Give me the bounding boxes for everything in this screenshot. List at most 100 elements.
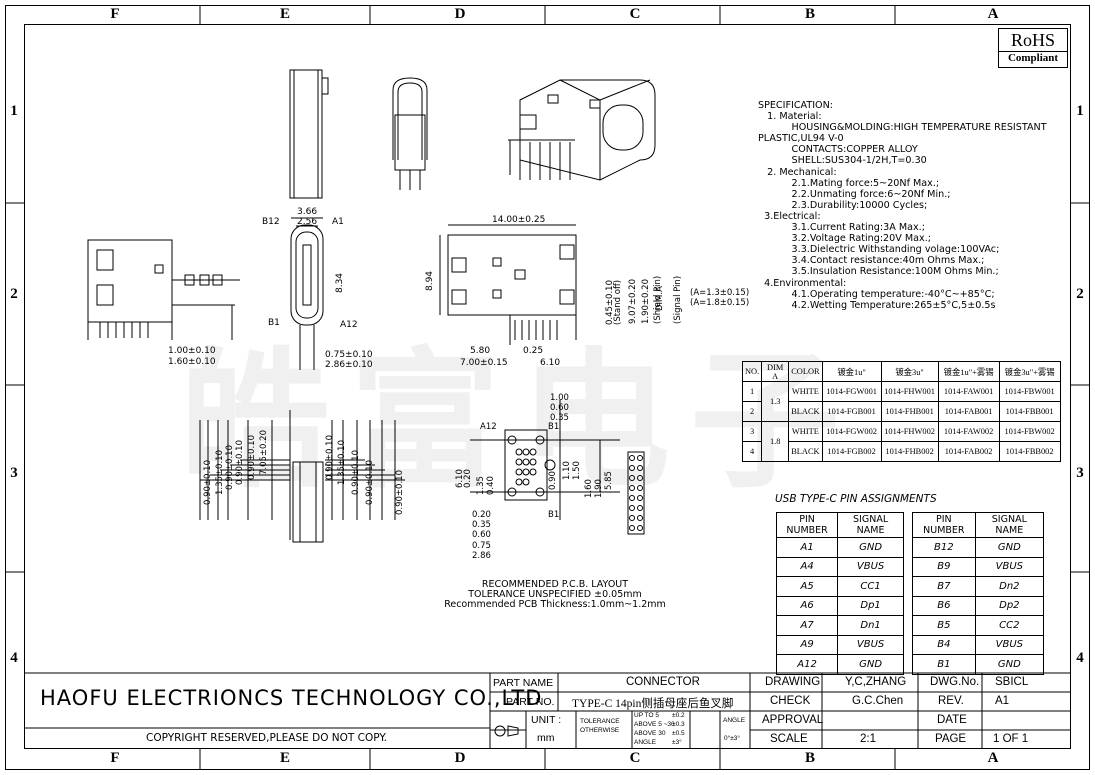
pcb-note-line2: TOLERANCE UNSPECIFIED ±0.05mm <box>468 589 642 600</box>
tol-range: ANGLE <box>634 739 657 746</box>
zone-a-top: A <box>987 6 999 22</box>
dim-2-86: 2.86±0.10 <box>325 360 373 370</box>
unit-label: UNIT : <box>531 714 562 726</box>
part-number-table: NO. DIM A COLOR 镀金1u" 镀金3u" 镀金1u"+雾锡 镀金3… <box>741 361 1061 462</box>
front-view-small <box>392 77 428 190</box>
date-label: DATE <box>937 714 967 726</box>
zone-2-left: 2 <box>10 286 18 302</box>
table-row: 1 1.3 WHITE 1014-FGW001 1014-FHW001 1014… <box>741 381 1061 422</box>
zone-2-right: 2 <box>1076 286 1084 302</box>
zone-b-top: B <box>804 6 815 22</box>
pin-right-header-pin: PIN NUMBER <box>912 512 976 538</box>
zone-c-top: C <box>629 6 641 22</box>
label-b12: B12 <box>262 217 280 227</box>
approval-label: APPROVAL <box>762 714 824 726</box>
rohs-title: RoHS <box>1010 30 1055 50</box>
zone-1-right: 1 <box>1076 103 1084 119</box>
pcb-dim-0-35: 0.35 <box>550 413 569 423</box>
pcb-dim-0-60: 0.60 <box>550 403 569 413</box>
pn-c3: 1014-FAB002 <box>937 441 1000 462</box>
drawing-value: Y,C,ZHANG <box>845 676 907 688</box>
check-value: G.C.Chen <box>852 695 904 707</box>
pn-dim: 1.8 <box>761 421 790 462</box>
zone-4-right: 4 <box>1076 650 1084 666</box>
tol-row: ABOVE 30±0.5 <box>634 730 690 739</box>
zone-c-bottom: C <box>629 750 641 766</box>
pin-right-header-signal: SIGNAL NAME <box>974 512 1045 538</box>
connector-front-view <box>290 217 324 370</box>
tol-row: ANGLE±3° <box>634 739 690 748</box>
tol-value: ±0.5 <box>672 730 685 737</box>
dim-14-00: 14.00±0.25 <box>492 215 546 225</box>
dim-a-1-8: (A=1.8±0.15) <box>690 298 750 308</box>
pcb-layout <box>470 400 645 535</box>
pcb-dim-q-0-20: 0.20 <box>472 510 491 520</box>
zone-4-left: 4 <box>10 650 18 666</box>
dim-0-25: 0.25 <box>523 346 544 356</box>
tol-value: ±0.3 <box>672 721 685 728</box>
signal-name: GND <box>974 654 1045 675</box>
page-label: PAGE <box>935 733 967 745</box>
pcb-dim-1-00: 1.00 <box>550 393 569 403</box>
pcb-dim-q-0-75: 0.75 <box>472 541 491 551</box>
dim-1-00: 1.00±0.10 <box>168 346 216 356</box>
drawing-label: DRAWING <box>765 676 821 688</box>
dwg-label: DWG.No. <box>930 676 980 688</box>
pin-view-bottom <box>199 410 405 543</box>
tol-row: ABOVE 5 ~30±0.3 <box>634 721 690 730</box>
label-a12: A12 <box>340 320 358 330</box>
tolerance-label: TOLERANCE OTHERWISE <box>580 718 620 734</box>
part-name-label: PART NAME <box>493 677 554 689</box>
pn-dim: 1.3 <box>761 381 790 422</box>
pn-color: BLACK <box>788 441 823 462</box>
pn-c4: 1014-FBB002 <box>998 441 1061 462</box>
isometric-view <box>508 79 656 181</box>
unit: mm <box>537 732 555 744</box>
pcb-note: RECOMMENDED P.C.B. LAYOUT TOLERANCE UNSP… <box>440 580 670 610</box>
zone-3-right: 3 <box>1076 465 1084 481</box>
label-b1: B1 <box>268 318 280 328</box>
zone-b-bottom: B <box>804 750 815 766</box>
pcb-dim-q-0-60: 0.60 <box>472 530 491 540</box>
outer-border <box>5 5 1090 770</box>
dim-1-60: 1.60±0.10 <box>168 357 216 367</box>
scale-label: SCALE <box>770 733 808 745</box>
dim-3-66: 3.66 <box>297 207 318 217</box>
part-no-label: PART NO. <box>506 696 555 708</box>
pcb-dim-q-0-35: 0.35 <box>472 520 491 530</box>
tol-value: ±0.2 <box>672 712 685 719</box>
company-name: HAOFU ELECTRIONCS TECHNOLOGY CO.,LTD <box>40 686 543 710</box>
zone-d-bottom: D <box>454 750 466 766</box>
dim-5-80: 5.80 <box>470 346 491 356</box>
tol-range: ABOVE 5 ~30 <box>634 721 675 728</box>
dim-0-75: 0.75±0.10 <box>325 350 373 360</box>
main-side-view <box>439 224 577 345</box>
part-no: TYPE-C 14pin侧插母座后鱼叉脚 <box>572 698 734 710</box>
part-name: CONNECTOR <box>626 676 700 688</box>
zone-f-bottom: F <box>110 750 120 766</box>
zone-e-bottom: E <box>279 750 290 766</box>
angle-label: ANGLE <box>723 717 746 724</box>
rohs-subtitle: Compliant <box>999 51 1067 64</box>
check-label: CHECK <box>770 695 811 707</box>
zone-1-left: 1 <box>10 103 18 119</box>
inner-border <box>24 24 1071 749</box>
tol-range: UP TO 5 <box>634 712 659 719</box>
pin-left-header-signal: SIGNAL NAME <box>837 512 904 538</box>
table-row: 4 BLACK 1014-FGB002 1014-FHB002 1014-FAB… <box>741 441 1061 462</box>
rev-label: REV. <box>938 695 964 707</box>
